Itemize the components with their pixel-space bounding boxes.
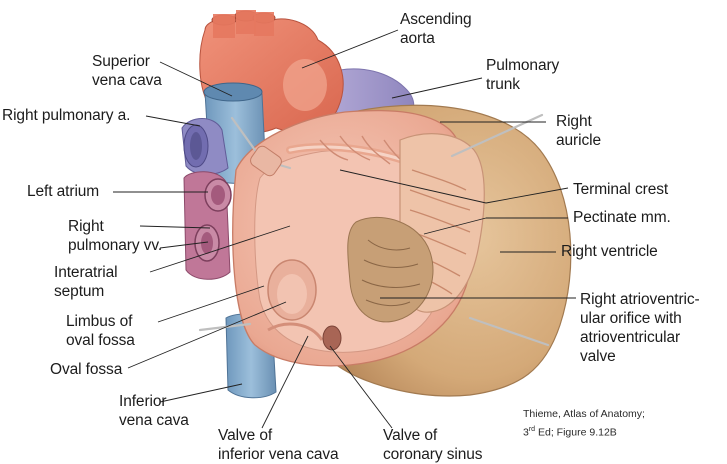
label-valve-ivc: Valve of inferior vena cava — [218, 427, 339, 463]
label-right-av-orifice: Right atrioventric- ular orifice with at… — [580, 291, 700, 365]
label-valve-coronary-sinus: Valve of coronary sinus — [383, 427, 483, 463]
label-superior-vena-cava: Superior vena cava — [92, 53, 162, 89]
coronary-sinus-opening — [322, 325, 342, 351]
source-credit: Thieme, Atlas of Anatomy; 3rd Ed; Figure… — [523, 407, 645, 441]
label-pectinate-mm: Pectinate mm. — [573, 209, 671, 226]
label-interatrial-septum: Interatrial septum — [54, 264, 118, 300]
credit-edition-sup: rd — [528, 426, 536, 433]
label-oval-fossa: Oval fossa — [50, 361, 123, 378]
credit-edition-num: 3 — [523, 426, 529, 439]
label-limbus-oval-fossa: Limbus of oval fossa — [66, 313, 135, 349]
label-ascending-aorta: Ascending aorta — [400, 11, 472, 47]
av-orifice — [347, 216, 434, 323]
label-inferior-vena-cava: Inferior vena cava — [119, 393, 189, 429]
label-right-auricle: Right auricle — [556, 113, 601, 149]
credit-edition-rest: Ed; Figure 9.12B — [535, 426, 617, 439]
label-right-pulmonary-a: Right pulmonary a. — [2, 107, 131, 124]
label-right-ventricle: Right ventricle — [561, 243, 658, 260]
pectinate-muscles-auricle — [409, 169, 471, 295]
leader-lines — [113, 29, 576, 429]
credit-line1: Thieme, Atlas of Anatomy; — [523, 408, 645, 420]
label-pulmonary-trunk: Pulmonary trunk — [486, 57, 560, 93]
label-terminal-crest: Terminal crest — [573, 181, 669, 198]
label-right-pulmonary-vv: Right pulmonary vv. — [68, 218, 163, 254]
label-left-atrium: Left atrium — [27, 183, 100, 200]
